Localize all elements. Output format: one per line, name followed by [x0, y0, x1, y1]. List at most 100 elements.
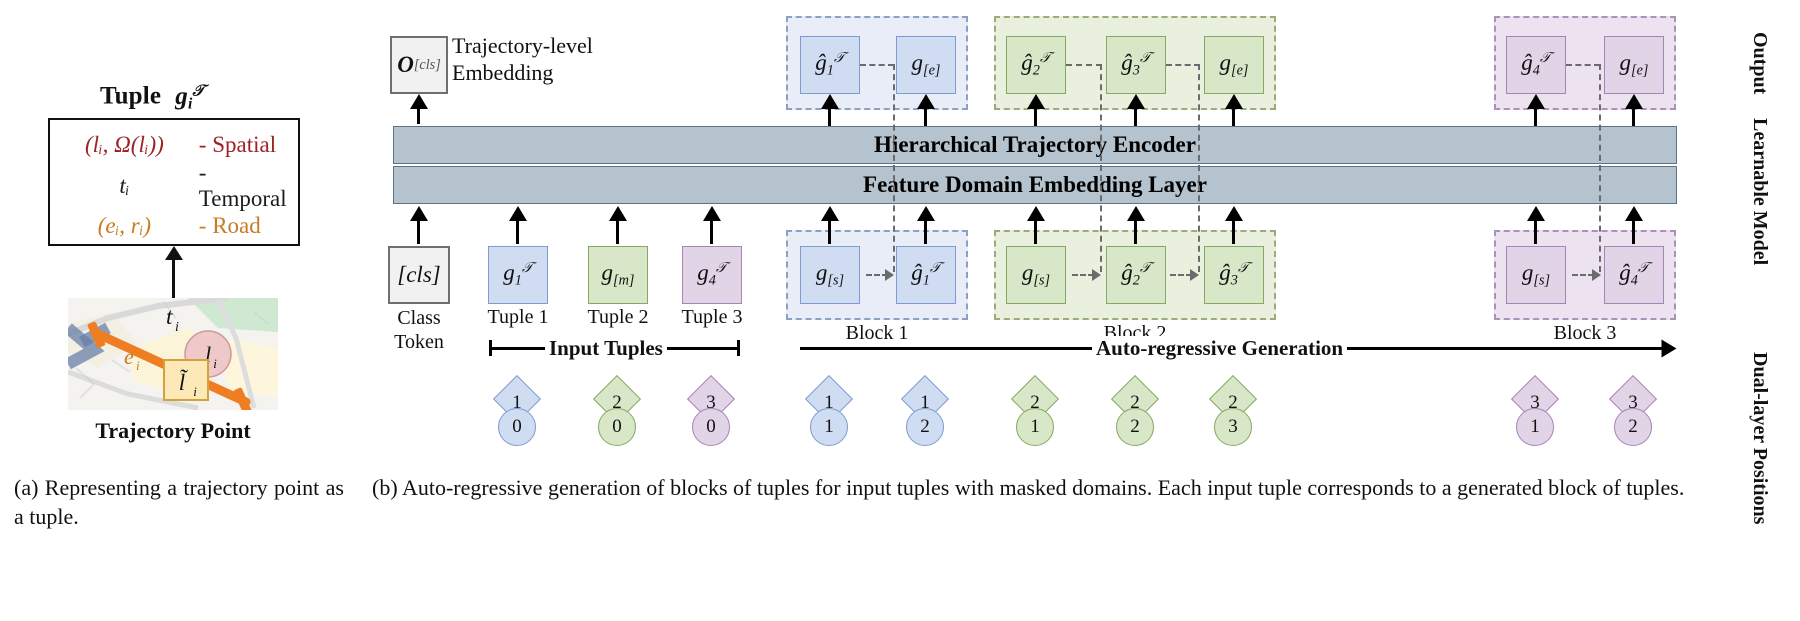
output-cls-box: O[cls]	[390, 36, 448, 94]
tuple-road-label: - Road	[198, 213, 261, 238]
position-circle-6: 1	[1016, 408, 1054, 446]
arrow-out-b3-1-shaft	[1534, 98, 1537, 126]
arrow-gen-b3-1-head	[1527, 206, 1545, 221]
panel-a-trajectory-point: Tuple gi𝒯 (lᵢ, Ω(lᵢ)) - Spatial tᵢ - Temp…	[0, 0, 360, 470]
side-label-output: Output	[1749, 31, 1771, 95]
feedback-b2-b-in	[1170, 274, 1192, 276]
tuple-definition-box: (lᵢ, Ω(lᵢ)) - Spatial tᵢ - Temporal (eᵢ,…	[48, 118, 300, 246]
position-diamond-9-value: 3	[1530, 392, 1540, 413]
tuple-symbol: gi𝒯	[175, 82, 205, 113]
output-box-b2-ge-label: g[e]	[1219, 50, 1249, 79]
input-caption-cls: Class Token	[379, 306, 459, 354]
output-box-b2-ge: g[e]	[1204, 36, 1264, 94]
arrow-out-b3-2-shaft	[1632, 98, 1635, 126]
arrow-gen-b2-3-shaft	[1232, 210, 1235, 244]
arrow-gen-b1-1-shaft	[828, 210, 831, 244]
input-caption-tuple1: Tuple 1	[487, 306, 549, 328]
arrow-out-b2-2-shaft	[1134, 98, 1137, 126]
input-box-b2-g3hat: ĝ3𝒯	[1204, 246, 1264, 304]
arrow-gen-b1-1-head	[821, 206, 839, 221]
arrow-to-cls-output-head	[410, 94, 428, 109]
tuple-row-temporal: tᵢ - Temporal	[50, 160, 298, 211]
output-box-b3-ge: g[e]	[1604, 36, 1664, 94]
position-diamond-1-value: 1	[512, 392, 522, 413]
output-box-b1-ge: g[e]	[896, 36, 956, 94]
arrow-out-b2-2-head	[1127, 94, 1145, 109]
arrow-out-b3-1-head	[1527, 94, 1545, 109]
tuple-temporal-label: - Temporal	[198, 160, 287, 211]
input-box-b3-g4hat: ĝ4𝒯	[1604, 246, 1664, 304]
input-box-b2-gs: g[s]	[1006, 246, 1066, 304]
input-box-b3-gs-label: g[s]	[1521, 260, 1551, 289]
arrow-in-cls-shaft	[417, 210, 420, 244]
tuple-title-text: Tuple	[100, 82, 162, 110]
input-box-b1-g1hat-label: ĝ1𝒯	[911, 260, 941, 289]
panel-b-architecture: O[cls] Trajectory-level Embedding ĝ1𝒯 g[…	[379, 16, 1771, 525]
input-box-b2-g2hat-label: ĝ2𝒯	[1121, 260, 1151, 289]
input-box-b2-g2hat: ĝ2𝒯	[1106, 246, 1166, 304]
feedback-b1-top	[860, 64, 894, 66]
input-box-b3-gs: g[s]	[1506, 246, 1566, 304]
arrow-to-cls-output-shaft	[417, 98, 420, 124]
position-diamond-4-value: 1	[824, 392, 834, 413]
feedback-b3-arrowhead	[1592, 269, 1601, 281]
position-diamond-8-value: 2	[1228, 392, 1238, 413]
arrow-in-t2-head	[609, 206, 627, 221]
output-cls-description: Trajectory-level Embedding	[452, 33, 652, 87]
position-diamond-7-value: 2	[1130, 392, 1140, 413]
tuple-road-expr: (eᵢ, rᵢ)	[97, 213, 152, 238]
generation-range-label: Auto-regressive Generation	[1092, 336, 1348, 361]
output-cls-sub: [cls]	[413, 56, 441, 73]
svg-text:i: i	[213, 356, 217, 371]
output-cls-symbol: O	[397, 52, 414, 77]
feedback-b3-vert	[1599, 64, 1601, 272]
arrow-gen-b3-1-shaft	[1534, 210, 1537, 244]
feedback-b1-in	[866, 274, 888, 276]
svg-text:e: e	[124, 344, 134, 369]
feedback-b1-vert	[893, 64, 895, 272]
input-box-b1-g1hat: ĝ1𝒯	[896, 246, 956, 304]
feedback-b2-a-in	[1072, 274, 1094, 276]
output-box-b1-ge-label: g[e]	[911, 50, 941, 79]
input-box-b1-gs-label: g[s]	[815, 260, 845, 289]
arrow-gen-b3-2-head	[1625, 206, 1643, 221]
side-label-learnable-model: Learnable Model	[1749, 118, 1771, 266]
input-box-b1-gs: g[s]	[800, 246, 860, 304]
arrow-in-cls-head	[410, 206, 428, 221]
tuple-temporal-expr: tᵢ	[119, 173, 130, 198]
tuple-row-road: (eᵢ, rᵢ) - Road	[50, 206, 298, 246]
feedback-b3-in	[1572, 274, 1594, 276]
arrow-gen-b3-2-shaft	[1632, 210, 1635, 244]
arrow-out-b1-2-shaft	[924, 98, 927, 126]
position-diamond-6-value: 2	[1030, 392, 1040, 413]
output-box-b1-g1hat: ĝ1𝒯	[800, 36, 860, 94]
generation-range-arrowhead	[1661, 339, 1677, 358]
position-circle-10: 2	[1614, 408, 1652, 446]
feedback-b2-b-top	[1166, 64, 1200, 66]
side-label-dual-layer-positions: Dual-layer Positions	[1749, 352, 1771, 525]
svg-text:t: t	[166, 304, 173, 329]
svg-text:i: i	[193, 384, 197, 399]
input-box-tuple1-label: g1𝒯	[503, 260, 533, 289]
arrow-gen-b2-2-head	[1127, 206, 1145, 221]
arrow-out-b2-3-shaft	[1232, 98, 1235, 126]
input-caption-cls-line1: Class	[397, 307, 441, 329]
input-box-tuple3: g4𝒯	[682, 246, 742, 304]
output-cls-desc-line2: Embedding	[452, 59, 554, 85]
arrow-out-b2-1-shaft	[1034, 98, 1037, 126]
position-circle-5: 2	[906, 408, 944, 446]
svg-text:l̃: l̃	[179, 368, 189, 395]
caption-a: (a) Representing a trajectory point as a…	[14, 475, 344, 529]
output-box-b3-g4hat: ĝ4𝒯	[1506, 36, 1566, 94]
output-box-b2-g3hat: ĝ3𝒯	[1106, 36, 1166, 94]
input-range-label: Input Tuples	[545, 336, 667, 361]
position-circle-2: 0	[598, 408, 636, 446]
input-box-b2-gs-label: g[s]	[1021, 260, 1051, 289]
tuple-spatial-expr: (lᵢ, Ω(lᵢ))	[84, 132, 164, 157]
hierarchical-trajectory-encoder-label: Hierarchical Trajectory Encoder	[874, 132, 1196, 157]
tuple-row-spatial: (lᵢ, Ω(lᵢ)) - Spatial	[50, 124, 298, 166]
output-box-b1-g1hat-label: ĝ1𝒯	[815, 50, 845, 79]
svg-text:i: i	[175, 320, 179, 335]
arrow-in-t1-shaft	[516, 210, 519, 244]
